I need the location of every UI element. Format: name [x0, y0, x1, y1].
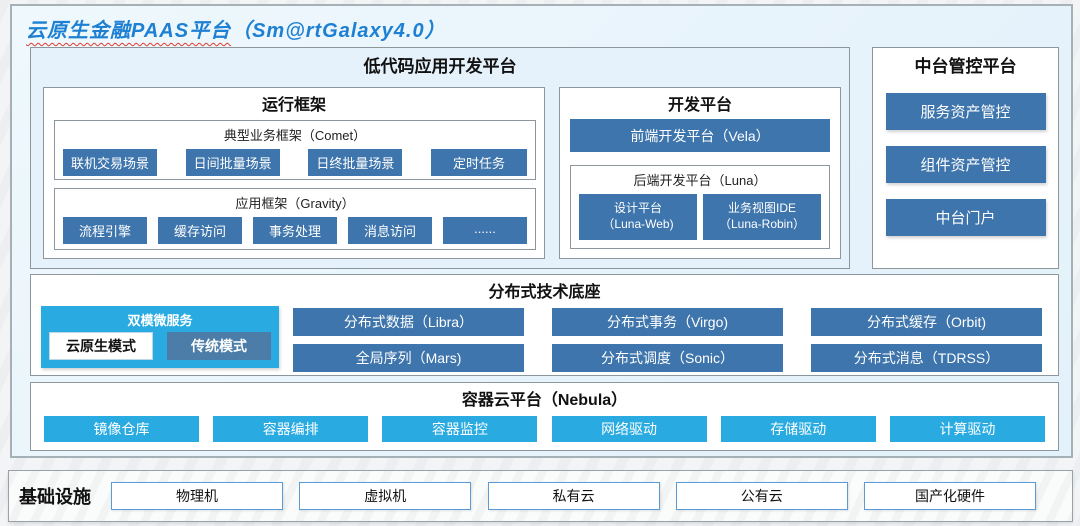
runtime-framework-box: 运行框架 典型业务框架（Comet） 联机交易场景 日间批量场景 日终批量场景 … — [43, 87, 545, 259]
infrastructure-item-domestic-hardware: 国产化硬件 — [864, 482, 1036, 510]
gravity-item-message-access: 消息访问 — [348, 217, 432, 244]
midplatform-item-service-assets: 服务资产管控 — [885, 93, 1046, 130]
dev-platform-box: 开发平台 前端开发平台（Vela） 后端开发平台（Luna） 设计平台 （Lun… — [559, 87, 841, 259]
distributed-item-virgo-transaction: 分布式事务（Virgo) — [552, 308, 783, 336]
main-panel: 云原生金融PAAS平台（Sm@rtGalaxy4.0） 低代码应用开发平台 运行… — [10, 4, 1073, 458]
nebula-container-cloud-title: 容器云平台（Nebula） — [461, 392, 628, 409]
dev-platform-title: 开发平台 — [667, 97, 732, 114]
luna-web-design-line1: 设计平台 — [613, 201, 662, 216]
infrastructure-item-virtual-machine: 虚拟机 — [299, 482, 472, 510]
luna-web-design-line2: （Luna-Web) — [602, 217, 674, 231]
comet-framework-box: 典型业务框架（Comet） 联机交易场景 日间批量场景 日终批量场景 定时任务 — [54, 120, 536, 180]
distributed-item-libra-data: 分布式数据（Libra） — [293, 308, 524, 336]
distributed-chip-grid: 分布式数据（Libra） 分布式事务（Virgo) 分布式缓存（Orbit) 全… — [293, 308, 1042, 372]
runtime-framework-title: 运行框架 — [261, 97, 326, 114]
distributed-base-box: 分布式技术底座 双模微服务 云原生模式 传统模式 分布式数据（Libra） 分布… — [30, 274, 1059, 376]
nebula-item-orchestration: 容器编排 — [213, 416, 369, 442]
lowcode-platform-title: 低代码应用开发平台 — [363, 57, 517, 76]
dual-mode-microservice-title: 双模微服务 — [127, 313, 193, 328]
nebula-item-image-registry: 镜像仓库 — [44, 416, 199, 442]
lowcode-platform-box: 低代码应用开发平台 运行框架 典型业务框架（Comet） 联机交易场景 日间批量… — [30, 47, 850, 269]
midplatform-control-box: 中台管控平台 服务资产管控 组件资产管控 中台门户 — [872, 47, 1059, 269]
luna-chip-row: 设计平台 （Luna-Web) 业务视图IDE （Luna-Robin） — [571, 189, 829, 240]
infrastructure-item-private-cloud: 私有云 — [487, 482, 660, 510]
luna-robin-ide-line1: 业务视图IDE — [727, 201, 796, 216]
vela-frontend-platform-chip: 前端开发平台（Vela） — [570, 119, 830, 152]
distributed-item-orbit-cache: 分布式缓存（Orbit) — [811, 308, 1042, 336]
luna-backend-platform-title: 后端开发平台（Luna） — [633, 173, 767, 188]
nebula-item-storage-driver: 存储驱动 — [720, 416, 876, 442]
nebula-item-compute-driver: 计算驱动 — [889, 416, 1045, 442]
mode-chip-traditional: 传统模式 — [167, 332, 271, 360]
comet-item-eod-batch: 日终批量场景 — [308, 149, 403, 176]
comet-framework-title: 典型业务框架（Comet） — [223, 128, 367, 143]
nebula-chip-row: 镜像仓库 容器编排 容器监控 网络驱动 存储驱动 计算驱动 — [31, 410, 1058, 442]
gravity-chip-row: 流程引擎 缓存访问 事务处理 消息访问 ...... — [55, 212, 535, 244]
nebula-item-network-driver: 网络驱动 — [551, 416, 707, 442]
mode-chip-cloud-native: 云原生模式 — [49, 332, 153, 360]
diagram-title: 云原生金融PAAS平台（Sm@rtGalaxy4.0） — [26, 14, 446, 43]
comet-item-scheduled-task: 定时任务 — [430, 149, 527, 176]
luna-robin-ide-line2: （Luna-Robin） — [718, 217, 806, 231]
distributed-base-title: 分布式技术底座 — [488, 284, 601, 301]
gravity-framework-title: 应用框架（Gravity） — [235, 196, 355, 211]
midplatform-control-title: 中台管控平台 — [914, 57, 1017, 76]
luna-robin-ide-chip: 业务视图IDE （Luna-Robin） — [703, 194, 821, 240]
gravity-item-transaction: 事务处理 — [253, 217, 337, 244]
distributed-item-mars-sequence: 全局序列（Mars) — [293, 344, 524, 372]
luna-web-design-chip: 设计平台 （Luna-Web) — [579, 194, 697, 240]
midplatform-item-portal: 中台门户 — [885, 199, 1046, 236]
diagram-title-product-code: （Sm@rtGalaxy4.0） — [231, 20, 446, 42]
midplatform-item-component-assets: 组件资产管控 — [885, 146, 1046, 183]
nebula-item-monitoring: 容器监控 — [382, 416, 538, 442]
dual-mode-chip-row: 云原生模式 传统模式 — [41, 329, 279, 360]
infrastructure-title: 基础设施 — [19, 487, 91, 507]
comet-item-online-trade: 联机交易场景 — [63, 149, 158, 176]
distributed-item-sonic-scheduler: 分布式调度（Sonic） — [552, 344, 783, 372]
infrastructure-item-physical-machine: 物理机 — [111, 482, 283, 510]
midplatform-item-list: 服务资产管控 组件资产管控 中台门户 — [873, 93, 1058, 236]
gravity-item-process-engine: 流程引擎 — [63, 217, 147, 244]
comet-item-intraday-batch: 日间批量场景 — [185, 149, 280, 176]
gravity-framework-box: 应用框架（Gravity） 流程引擎 缓存访问 事务处理 消息访问 ...... — [54, 188, 536, 250]
distributed-item-tdrss-message: 分布式消息（TDRSS） — [811, 344, 1042, 372]
comet-chip-row: 联机交易场景 日间批量场景 日终批量场景 定时任务 — [55, 144, 535, 176]
gravity-item-cache-access: 缓存访问 — [158, 217, 242, 244]
luna-backend-platform-box: 后端开发平台（Luna） 设计平台 （Luna-Web) 业务视图IDE （Lu… — [570, 165, 830, 249]
infrastructure-bar: 基础设施 物理机 虚拟机 私有云 公有云 国产化硬件 — [8, 470, 1073, 522]
infrastructure-item-public-cloud: 公有云 — [675, 482, 848, 510]
dual-mode-microservice-box: 双模微服务 云原生模式 传统模式 — [41, 306, 279, 368]
nebula-container-cloud-box: 容器云平台（Nebula） 镜像仓库 容器编排 容器监控 网络驱动 存储驱动 计… — [30, 382, 1059, 451]
gravity-item-more: ...... — [443, 217, 527, 244]
infrastructure-item-list: 物理机 虚拟机 私有云 公有云 国产化硬件 — [111, 482, 1036, 510]
diagram-title-main: 云原生金融PAAS平台 — [26, 20, 232, 42]
